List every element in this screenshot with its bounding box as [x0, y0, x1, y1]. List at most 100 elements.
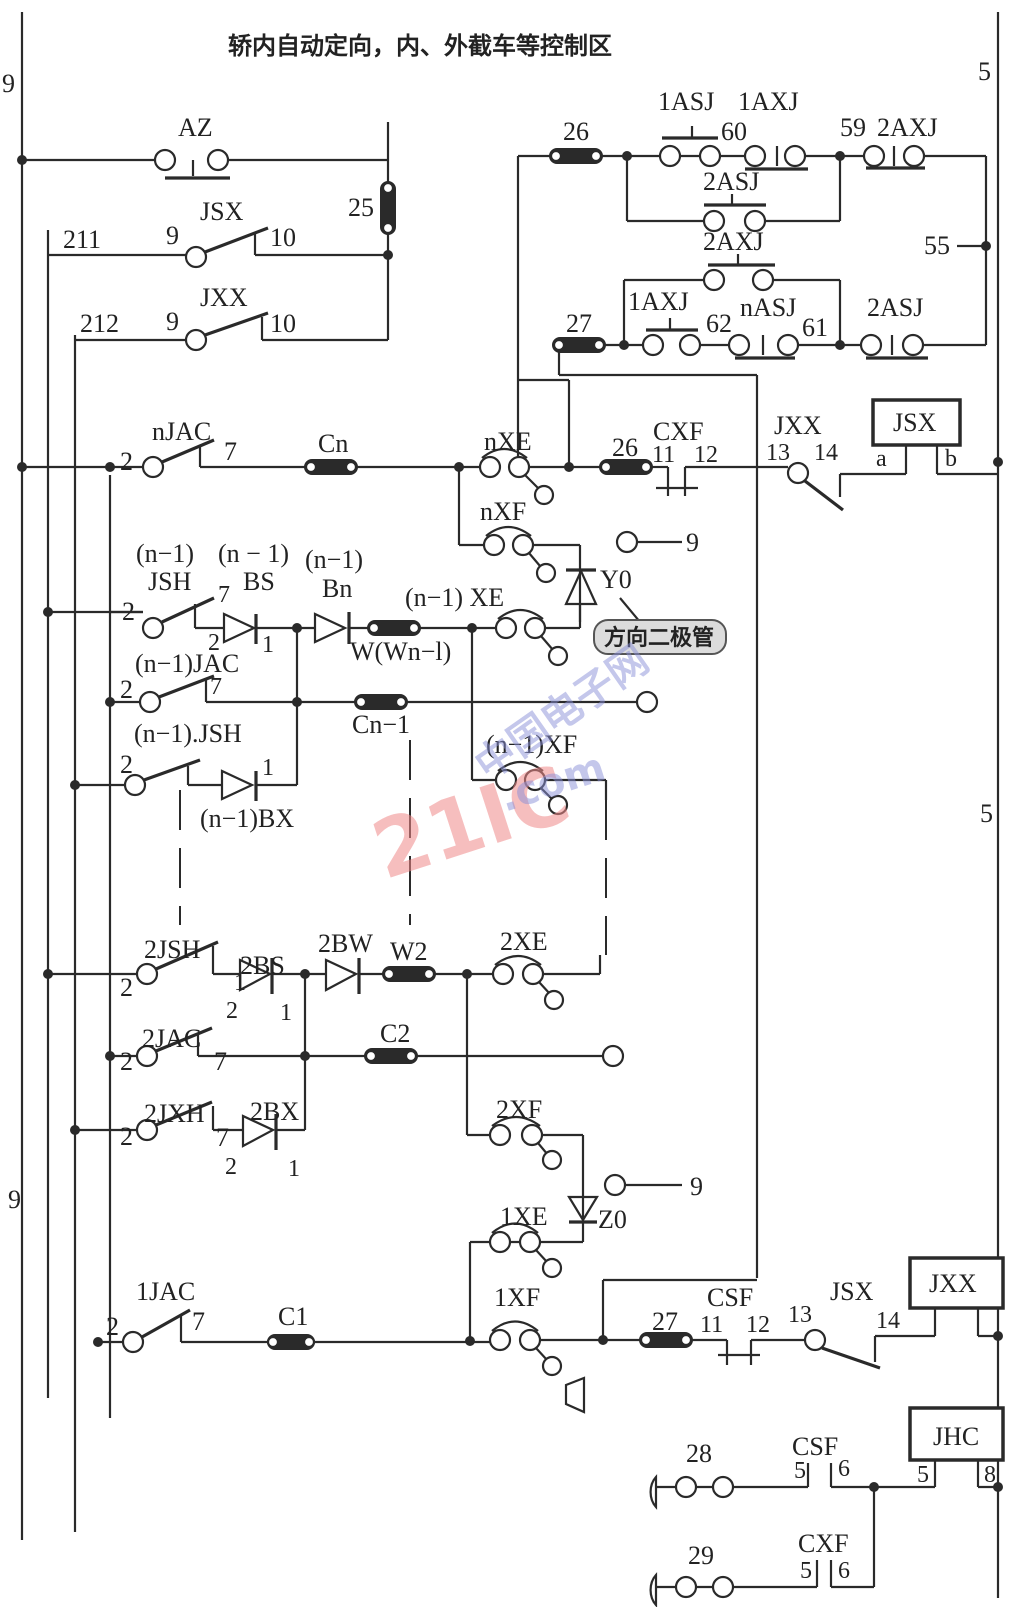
csf-label: CSF: [707, 1283, 753, 1312]
xe-n1-label: (n−1) XE: [405, 583, 504, 612]
jxx-pin-13: 13: [766, 440, 790, 466]
2axj-mid-label: 2AXJ: [703, 227, 764, 256]
node-9b-label: 9: [690, 1172, 703, 1201]
2xf-label: 2XF: [496, 1095, 542, 1124]
2jsh-pin-2: 2: [120, 973, 133, 1002]
az-label: AZ: [178, 113, 213, 142]
1jac-pin-2: 2: [106, 1312, 119, 1341]
2jxh-label: 2JXH: [144, 1099, 205, 1128]
wire-212-label: 212: [80, 309, 119, 338]
floor-n-row: [17, 378, 1003, 655]
coil-25: [380, 181, 396, 235]
jxx-pin-14: 14: [814, 440, 838, 466]
cxf-pin-12: 12: [694, 442, 718, 468]
2bx-pin-1: 1: [288, 1156, 300, 1182]
1axj-label: 1AXJ: [738, 87, 799, 116]
2jac-label: 2JAC: [142, 1024, 201, 1053]
rail-label-9-bottom: 9: [8, 1185, 21, 1214]
node-61-label: 61: [802, 313, 828, 342]
csf-pin-5: 5: [794, 1458, 806, 1484]
jxx-contact-n-label: JXX: [774, 411, 822, 440]
jhc-relay-label: JHC: [933, 1422, 979, 1451]
2bx-pin-2: 2: [225, 1154, 237, 1180]
top-section: [17, 122, 396, 352]
z0-diode-label: Z0: [598, 1205, 627, 1234]
jsh2-n1-label: (n−1).JSH: [134, 719, 242, 748]
jsh-n1-prefix: (n−1): [136, 539, 194, 568]
cxf-pin-6: 6: [838, 1558, 850, 1584]
2bs-pin-2: 2: [226, 998, 238, 1024]
bx-n1-pin-1: 1: [262, 755, 274, 781]
csf-bottom-label: CSF: [792, 1432, 838, 1461]
bx-n1-label: (n−1)BX: [200, 804, 294, 833]
1axj-low-label: 1AXJ: [628, 287, 689, 316]
node-29-label: 29: [688, 1541, 714, 1570]
jsx-contact-label: JSX: [200, 197, 244, 226]
1xe-label: 1XE: [500, 1202, 548, 1231]
2jxh-pin-2: 2: [120, 1122, 133, 1151]
bn-n1-prefix: (n−1): [305, 545, 363, 574]
cxf-pin-11: 11: [652, 442, 675, 468]
cxf-pin-5: 5: [800, 1558, 812, 1584]
csf-pin-12: 12: [746, 1312, 770, 1338]
jac-n1-label: (n−1)JAC: [135, 649, 239, 678]
2asj-low-label: 2ASJ: [867, 293, 923, 322]
jsx-pin-13: 13: [788, 1302, 812, 1328]
res-27-top-label: 27: [566, 309, 592, 338]
bus-rails: [20, 12, 1000, 1598]
jsh-n1-label: JSH: [148, 567, 192, 596]
jhc-pin-5: 5: [917, 1462, 929, 1488]
diagram-title: 轿内自动定向，内、外截车等控制区: [228, 32, 612, 60]
jsx-relay-pin-a: a: [876, 446, 887, 472]
jsx-pin-14: 14: [876, 1308, 900, 1334]
jac-n1-pin-2: 2: [120, 675, 133, 704]
2bw-label: 2BW: [318, 929, 373, 958]
nxe-label: nXE: [484, 427, 532, 456]
node-28-label: 28: [686, 1439, 712, 1468]
logic-block: [516, 126, 991, 467]
node-62-label: 62: [706, 309, 732, 338]
xf-n1-label: (n−1)XF: [486, 730, 577, 759]
jxx-relay-label: JXX: [929, 1269, 977, 1298]
res-26-label: 26: [612, 433, 638, 462]
bs-n1-pin-2: 2: [208, 630, 220, 656]
jxx-contact-label: JXX: [200, 283, 248, 312]
c1-label: C1: [278, 1302, 308, 1331]
y0-diode-label: Y0: [600, 565, 632, 594]
jsh-n1-pin-2: 2: [122, 597, 135, 626]
jsh2-n1-pin-2: 2: [120, 750, 133, 779]
node-59-label: 59: [840, 113, 866, 142]
jsx-pin-9: 9: [166, 221, 179, 250]
jxx-pin-10: 10: [270, 309, 296, 338]
2asj-mid-label: 2ASJ: [703, 167, 759, 196]
nxf-label: nXF: [480, 497, 526, 526]
node-55-label: 55: [924, 231, 950, 260]
res-26-top-label: 26: [563, 117, 589, 146]
2xe-label: 2XE: [500, 927, 548, 956]
c2-label: C2: [380, 1019, 410, 1048]
res-27-label: 27: [652, 1307, 678, 1336]
bn-label: Bn: [322, 574, 352, 603]
2jsh-label: 2JSH: [144, 935, 201, 964]
coil-25-label: 25: [348, 193, 374, 222]
cn-label: Cn: [318, 429, 348, 458]
cn1-label: Cn−1: [352, 710, 410, 739]
2jac-pin-7: 7: [214, 1047, 227, 1076]
2bs-label: 2BS: [240, 951, 285, 980]
jsx-relay-pin-b: b: [945, 446, 957, 472]
rail-label-5-top: 5: [978, 57, 991, 86]
njac-pin-7: 7: [224, 437, 237, 466]
jsx-contact-1-label: JSX: [830, 1277, 874, 1306]
rail-label-9-top: 9: [2, 69, 15, 98]
jxx-pin-9: 9: [166, 307, 179, 336]
floor-n1-rows: [43, 596, 659, 955]
floor-2-rows: [43, 940, 682, 1340]
floor-1-row: [93, 1256, 1005, 1414]
csf-pin-6: 6: [838, 1456, 850, 1482]
1asj-label: 1ASJ: [658, 87, 714, 116]
wire-211-label: 211: [63, 225, 101, 254]
2jac-pin-2: 2: [120, 1047, 133, 1076]
jhc-pin-8: 8: [984, 1462, 996, 1488]
2bs-pin-1: 1: [234, 970, 246, 996]
